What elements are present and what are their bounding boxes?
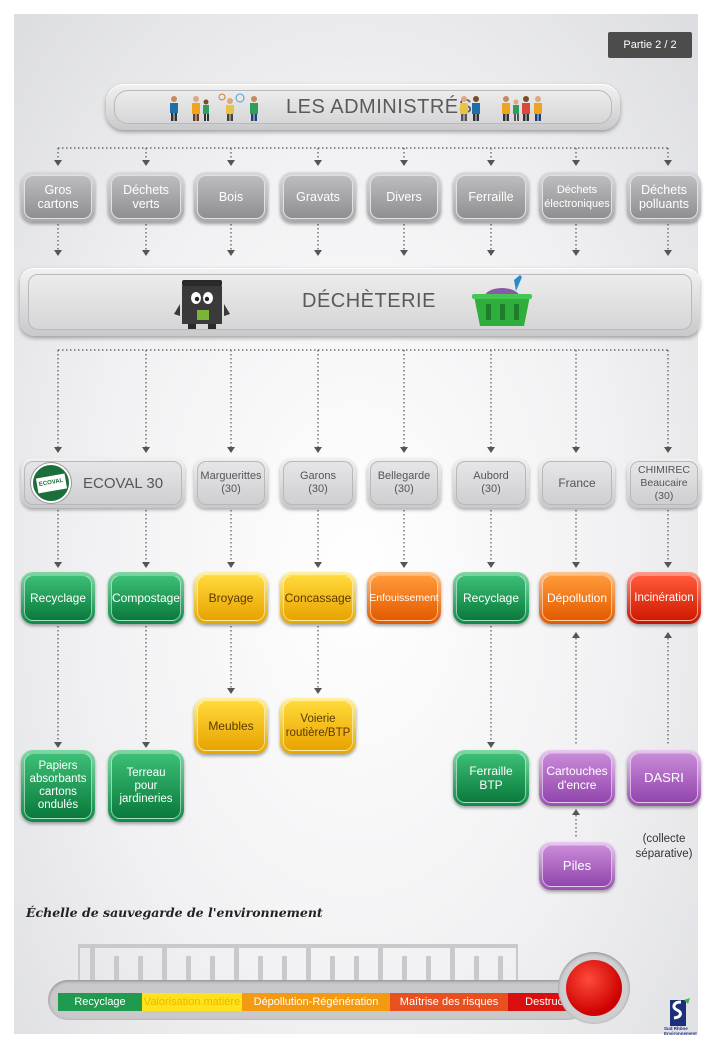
destination-label: Garons (30) (283, 461, 353, 505)
product-piles: Piles (539, 842, 615, 890)
treatment-label: Compostage (111, 575, 181, 621)
decheterie-banner: DÉCHÈTERIE (20, 268, 700, 336)
people-right-icon (460, 96, 542, 121)
scale-title: Échelle de sauvegarde de l'environnement (26, 905, 323, 920)
destination-france: France (539, 458, 615, 508)
waste-type-label: Déchets verts (111, 175, 181, 219)
treatment-label: Incinération (630, 575, 698, 621)
destination-chimirec: CHIMIREC Beaucaire (30) (627, 458, 701, 508)
product-voierie: Voierie routière/BTP (280, 698, 356, 754)
decheterie-title: DÉCHÈTERIE (302, 290, 436, 312)
product-label: Meubles (197, 701, 265, 751)
destination-ecoval-30: ECOVAL ECOVAL 30 (21, 458, 185, 508)
thermometer-bulb-fill (566, 960, 622, 1016)
treatment-broyage: Broyage (194, 572, 268, 624)
treatment-concassage: Concassage (280, 572, 356, 624)
waste-type-label: Divers (370, 175, 438, 219)
waste-type-divers: Divers (367, 172, 441, 222)
product-terreau: Terreau pour jardineries (108, 750, 184, 822)
scale-segment-depollution: Dépollution-Régénération (242, 993, 390, 1011)
administres-title: LES ADMINISTRÉS (286, 96, 473, 118)
product-label: Terreau pour jardineries (111, 753, 181, 819)
waste-type-label: Déchets électroniques (542, 175, 612, 219)
destination-label: Marguerittes (30) (197, 461, 265, 505)
destination-label: France (542, 461, 612, 505)
thermometer-tube: Recyclage Valorisation matière Dépolluti… (48, 980, 598, 1020)
scale-segment-recyclage: Recyclage (58, 993, 142, 1011)
product-cartouches: Cartouches d'encre (539, 750, 615, 806)
product-label: Ferraille BTP (456, 753, 526, 803)
treatment-label: Broyage (197, 575, 265, 621)
destination-bellegarde: Bellegarde (30) (367, 458, 441, 508)
scale-bar: Recyclage Valorisation matière Dépolluti… (58, 993, 598, 1011)
waste-type-label: Déchets polluants (630, 175, 698, 219)
product-papiers: Papiers absorbants cartons ondulés (21, 750, 95, 822)
product-label: Voierie routière/BTP (283, 701, 353, 751)
treatment-label: Recyclage (456, 575, 526, 621)
ecoval-logo-text: ECOVAL (35, 473, 67, 493)
ecoval-box-inner: ECOVAL ECOVAL 30 (24, 461, 182, 505)
waste-type-ferraille: Ferraille (453, 172, 529, 222)
people-left-icon (170, 93, 258, 121)
thermometer-bulb (558, 952, 630, 1024)
product-label: DASRI (630, 753, 698, 803)
waste-type-gravats: Gravats (280, 172, 356, 222)
treatment-compostage: Compostage (108, 572, 184, 624)
page-indicator: Partie 2 / 2 (608, 32, 692, 58)
waste-type-label: Gravats (283, 175, 353, 219)
waste-type-dechets-verts: Déchets verts (108, 172, 184, 222)
sud-rhone-environnement-logo (670, 998, 690, 1026)
product-meubles: Meubles (194, 698, 268, 754)
product-ferraille-btp: Ferraille BTP (453, 750, 529, 806)
waste-type-label: Ferraille (456, 175, 526, 219)
administres-banner: LES ADMINISTRÉS (106, 84, 620, 130)
product-label: Papiers absorbants cartons ondulés (24, 753, 92, 819)
waste-type-bois: Bois (194, 172, 268, 222)
treatment-label: Enfouissement (369, 575, 439, 621)
product-dasri: DASRI (627, 750, 701, 806)
ecoval-label: ECOVAL 30 (83, 474, 164, 492)
waste-type-gros-cartons: Gros cartons (21, 172, 95, 222)
destination-label: Bellegarde (30) (370, 461, 438, 505)
collecte-separative-note: (collecte séparative) (635, 833, 693, 860)
treatment-label: Recyclage (24, 575, 92, 621)
destination-garons: Garons (30) (280, 458, 356, 508)
destination-aubord: Aubord (30) (453, 458, 529, 508)
treatment-depollution: Dépollution (539, 572, 615, 624)
waste-type-label: Gros cartons (24, 175, 92, 219)
treatment-recyclage: Recyclage (21, 572, 95, 624)
bin-mascot-icon (174, 280, 230, 329)
logo-text: Sud Rhône Environnement (664, 1026, 697, 1036)
product-label: Cartouches d'encre (542, 753, 612, 803)
decheterie-banner-inner (28, 274, 692, 330)
treatment-label: Concassage (283, 575, 353, 621)
destination-label: Aubord (30) (456, 461, 526, 505)
treatment-recyclage-ferraille: Recyclage (453, 572, 529, 624)
product-label: Piles (542, 845, 612, 887)
treatment-enfouissement: Enfouissement (367, 572, 441, 624)
waste-type-dechets-polluants: Déchets polluants (627, 172, 701, 222)
green-basket-icon (472, 275, 532, 326)
thermometer-ticks (78, 944, 518, 982)
ecoval-logo: ECOVAL (31, 463, 71, 503)
waste-type-dechets-electroniques: Déchets électroniques (539, 172, 615, 222)
scale-segment-valorisation: Valorisation matière (142, 993, 242, 1011)
treatment-label: Dépollution (542, 575, 612, 621)
waste-type-label: Bois (197, 175, 265, 219)
destination-marguerittes: Marguerittes (30) (194, 458, 268, 508)
treatment-incineration: Incinération (627, 572, 701, 624)
destination-label: CHIMIREC Beaucaire (30) (630, 461, 698, 505)
scale-segment-maitrise: Maîtrise des risques (390, 993, 508, 1011)
